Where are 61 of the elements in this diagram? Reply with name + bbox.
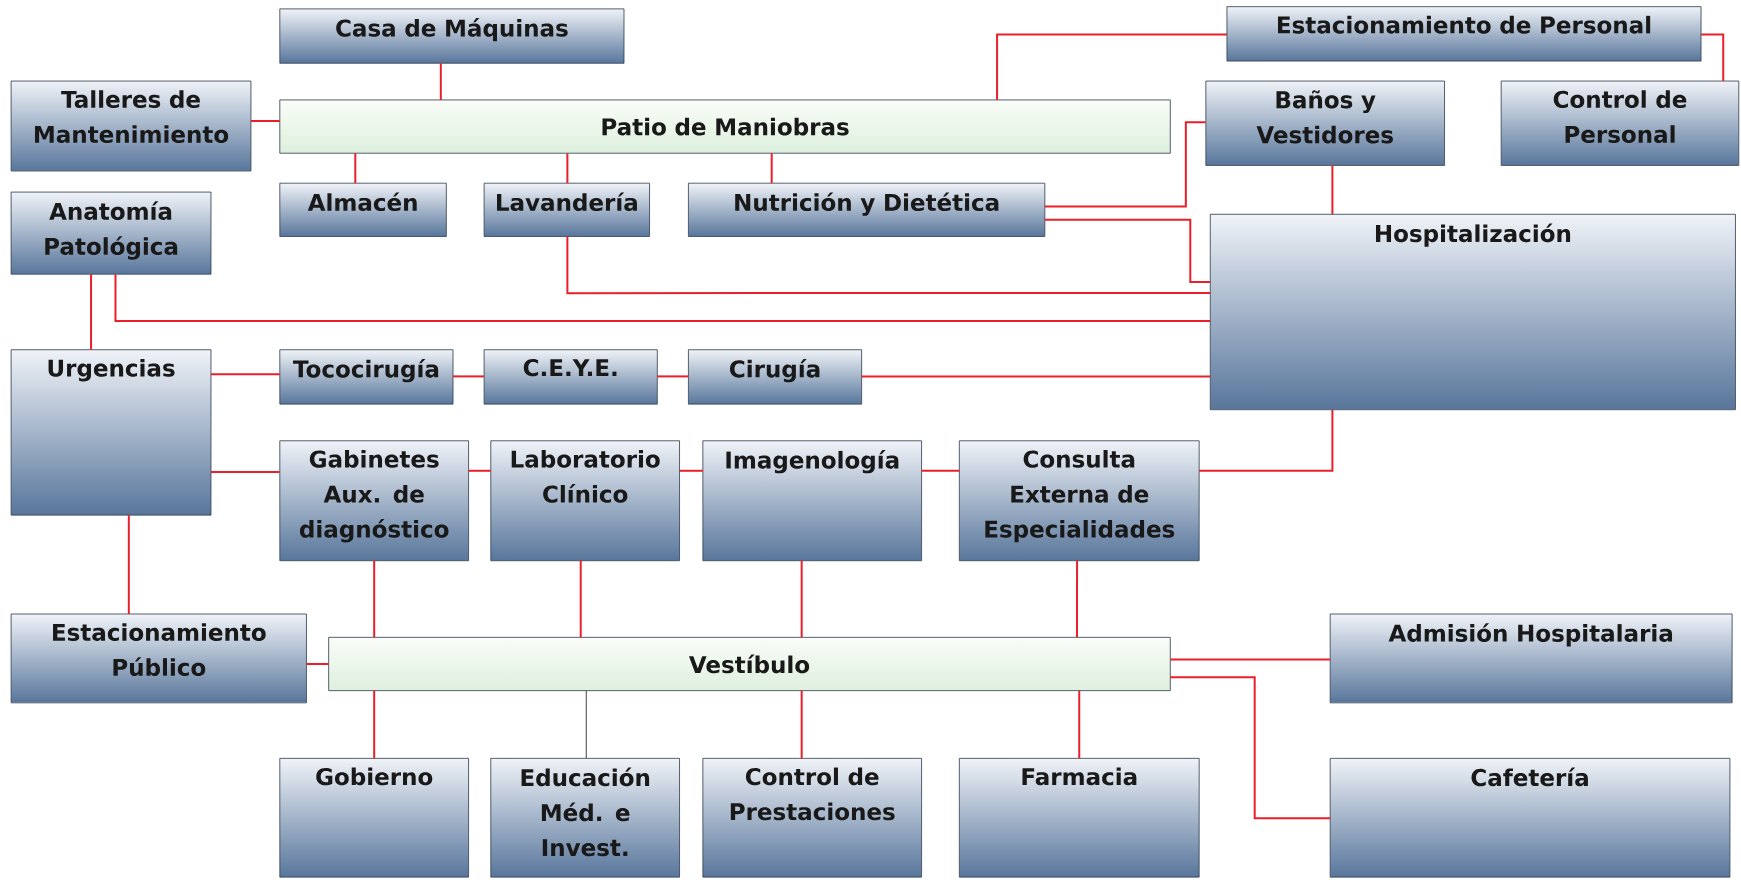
connector-line <box>373 689 376 760</box>
connector-line <box>1700 33 1725 83</box>
process-box: Hospitalización <box>1209 213 1736 411</box>
process-box: Cirugía <box>688 349 863 405</box>
process-box: C.E.Y.E. <box>483 349 658 405</box>
connector-line <box>452 375 486 378</box>
connector-line <box>90 273 93 351</box>
connector-line <box>305 662 330 665</box>
connector-line <box>1169 676 1332 820</box>
connector-line <box>209 470 281 473</box>
connector-line <box>1198 408 1334 472</box>
connector-line <box>860 375 1212 378</box>
process-box: Estacionamiento de Personal <box>1226 6 1702 62</box>
connector-line <box>1078 689 1081 760</box>
connector-line <box>1331 164 1334 216</box>
process-box: Educación Méd. e Invest. <box>490 757 680 878</box>
band-box: Patio de Maniobras <box>279 99 1171 154</box>
process-box: Talleres de Mantenimiento <box>10 80 252 172</box>
process-box: Farmacia <box>958 757 1200 878</box>
connector-line <box>585 690 587 759</box>
connector-line <box>1043 218 1212 283</box>
connector-line <box>656 375 690 378</box>
process-box: Cafetería <box>1329 757 1731 878</box>
process-box: Nutrición y Dietética <box>688 182 1046 237</box>
process-box: Baños y Vestidores <box>1205 80 1445 166</box>
connector-line <box>114 273 1212 322</box>
process-box: Gobierno <box>279 757 469 878</box>
connector-line <box>566 152 569 185</box>
process-box: Tococirugía <box>279 349 454 405</box>
process-box: Control de Prestaciones <box>702 757 922 878</box>
connector-line <box>209 373 281 376</box>
process-box: Almacén <box>279 182 447 237</box>
connector-line <box>678 469 704 472</box>
process-box: Anatomía Patológica <box>10 191 212 275</box>
band-box: Vestíbulo <box>328 636 1171 692</box>
connector-line <box>127 514 130 615</box>
connector-line <box>249 120 281 123</box>
process-box: Control de Personal <box>1500 80 1740 166</box>
process-box: Imagenología <box>702 440 922 562</box>
process-box: Consulta Externa de Especialidades <box>958 440 1200 562</box>
process-box: Urgencias <box>10 349 212 516</box>
process-box: Lavandería <box>483 182 650 237</box>
connector-line <box>1043 121 1207 208</box>
connector-line <box>1076 559 1079 639</box>
connector-line <box>770 152 773 185</box>
connector-line <box>800 559 803 639</box>
process-box: Estacionamiento Público <box>10 613 307 704</box>
connector-line <box>579 559 582 639</box>
connector-line <box>373 559 376 639</box>
connector-line <box>566 235 1212 295</box>
connector-line <box>354 152 357 185</box>
connector-line <box>800 689 803 760</box>
process-box: Casa de Máquinas <box>279 8 625 64</box>
connector-line <box>439 62 442 101</box>
connector-line <box>920 469 961 472</box>
connector-line <box>996 33 1228 101</box>
connector-line <box>467 469 492 472</box>
connector-line <box>1169 658 1332 661</box>
process-box: Gabinetes Aux. de diagnóstico <box>279 440 469 562</box>
process-box: Laboratorio Clínico <box>490 440 680 562</box>
process-box: Admisión Hospitalaria <box>1329 613 1733 704</box>
